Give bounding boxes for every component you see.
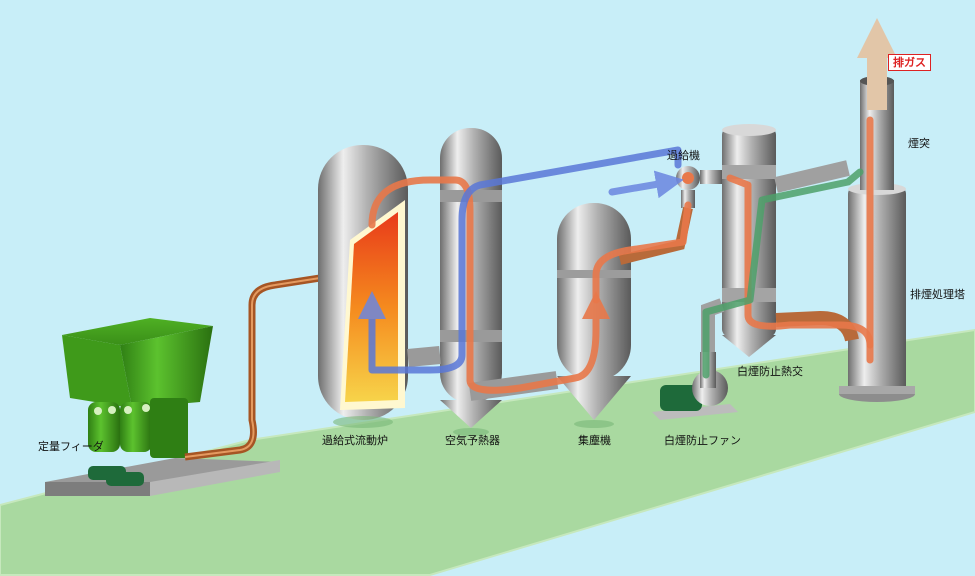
ground-plane	[0, 328, 975, 576]
scrubber-tower-vessel	[839, 183, 915, 402]
clean-gas-flow-arrows	[702, 168, 864, 379]
air-preheater-label: 空気予熱器	[445, 434, 500, 447]
dust-collector-label: 集塵機	[578, 434, 611, 447]
turbocharger-unit	[676, 166, 722, 208]
turbocharger-label: 過給機	[667, 149, 700, 162]
furnace-label: 過給式流動炉	[322, 434, 388, 447]
plume-fan-label: 白煙防止ファン	[664, 434, 741, 447]
plume-heat-exchanger-label: 白煙防止熱交	[737, 365, 803, 378]
plume-fan-unit	[652, 352, 738, 420]
hot-gas-flow-arrows	[368, 116, 874, 394]
exhaust-gas-label: 排ガス	[888, 54, 931, 71]
feeder-unit	[45, 274, 321, 496]
chimney-label: 煙突	[908, 137, 930, 150]
scrubber-tower-label: 排煙処理塔	[910, 288, 965, 301]
feeder-label: 定量フィーダ	[38, 440, 104, 453]
air-flow-arrows	[358, 146, 684, 374]
exhaust-arrow	[857, 18, 897, 110]
